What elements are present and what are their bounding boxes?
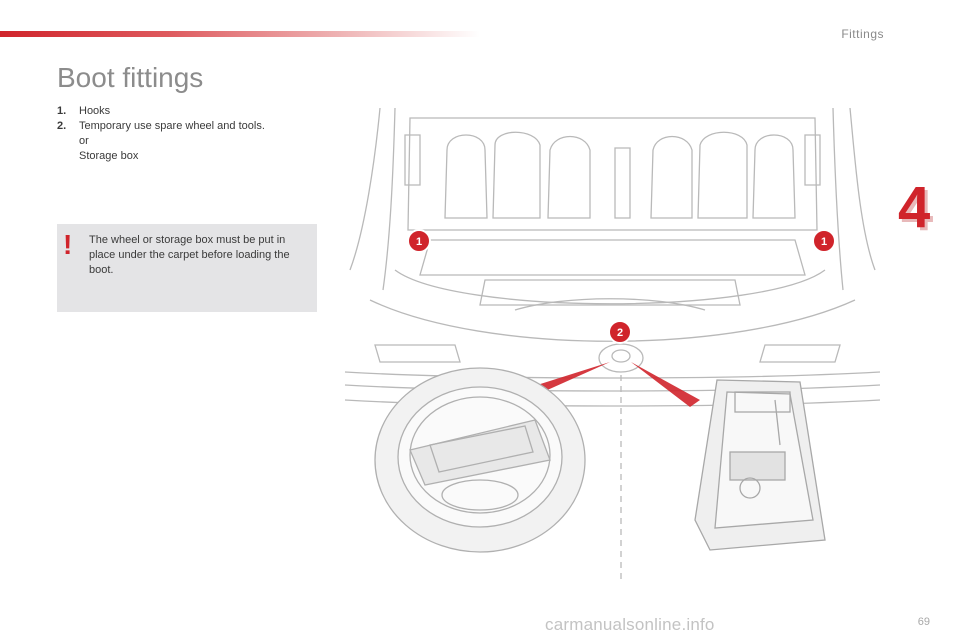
legend-alternative: Storage box (79, 150, 139, 162)
warning-text: The wheel or storage box must be put in … (89, 234, 290, 276)
callout-hook-left: 1 (407, 229, 431, 253)
legend-label: Temporary use spare wheel and tools. (79, 120, 265, 132)
chapter-number: 4 (898, 175, 931, 240)
section-label: Fittings (841, 27, 884, 41)
spare-wheel-icon (374, 367, 586, 553)
header-accent-bar (0, 31, 480, 37)
boot-illustration: 1 1 2 (344, 107, 881, 580)
chapter-number-shadow: 4 (901, 178, 934, 243)
callout-label: 2 (617, 327, 623, 339)
callout-hook-right: 1 (812, 229, 836, 253)
legend-number: 2. (57, 120, 67, 132)
callout-label: 1 (821, 236, 827, 248)
exclamation-icon: ! (63, 229, 73, 260)
watermark: carmanualsonline.info (545, 615, 715, 634)
legend: 1. Hooks 2. Temporary use spare wheel an… (57, 104, 265, 164)
page-number: 69 (917, 616, 930, 628)
legend-number: 1. (57, 105, 67, 117)
legend-label: Hooks (79, 105, 111, 117)
legend-item: 2. Temporary use spare wheel and tools. (57, 119, 265, 134)
warning-box: ! The wheel or storage box must be put i… (57, 224, 317, 312)
callout-spare: 2 (608, 320, 632, 344)
storage-box-icon (694, 379, 826, 551)
legend-or: or (79, 135, 89, 147)
legend-item: 1. Hooks (57, 104, 265, 119)
page-title: Boot fittings (57, 62, 204, 93)
callout-label: 1 (416, 236, 422, 248)
